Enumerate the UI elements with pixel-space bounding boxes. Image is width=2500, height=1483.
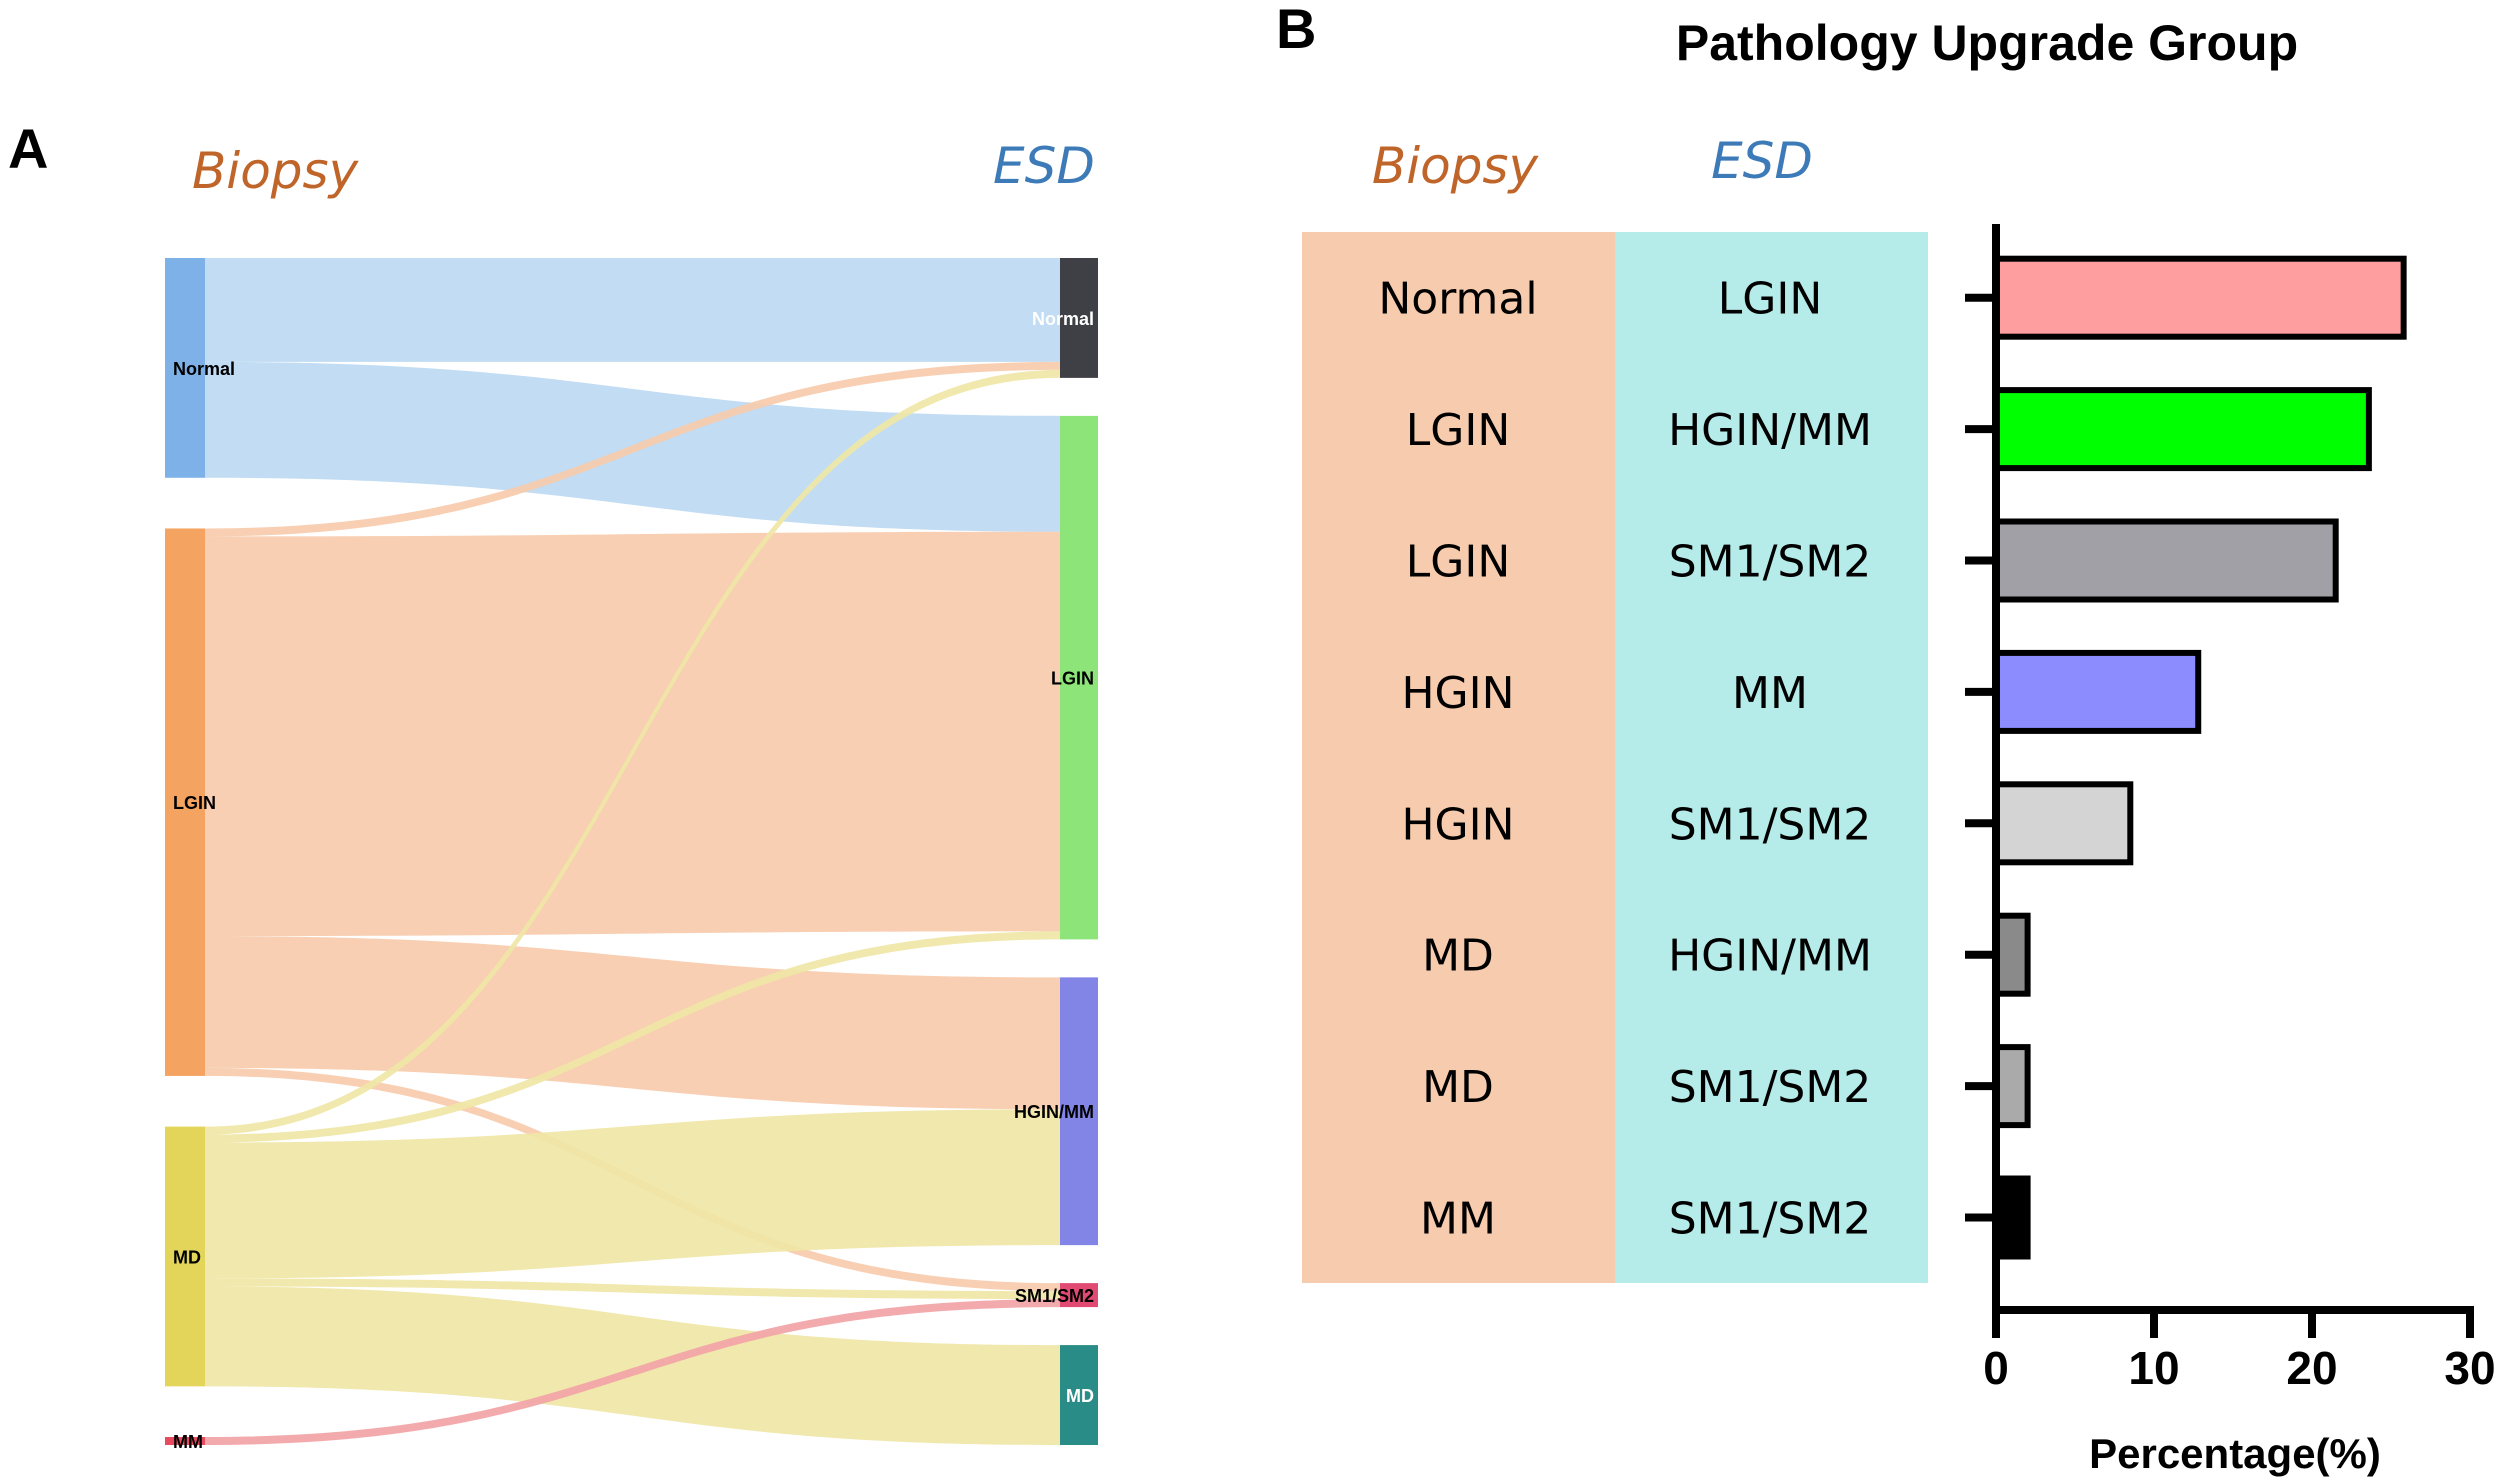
table-esd-column: [1615, 232, 1928, 1283]
sankey-target-label: LGIN: [1051, 669, 1094, 689]
table-biopsy-cell: HGIN: [1401, 799, 1514, 850]
table-biopsy-cell: HGIN: [1401, 668, 1514, 719]
bar-axes: 0 10 20 30: [1965, 224, 2496, 1394]
sankey-target-label: SM1/SM2: [1015, 1286, 1094, 1306]
sankey-target-node-lgin: [1060, 415, 1098, 940]
table-esd-cell: SM1/SM2: [1669, 799, 1872, 850]
panel-a-letter: A: [8, 117, 48, 180]
table-esd-cell: HGIN/MM: [1668, 931, 1872, 982]
table-biopsy-cell: MD: [1422, 931, 1494, 982]
bar: [1993, 518, 2339, 603]
sankey-links: [205, 258, 1060, 1445]
bars: [1993, 255, 2407, 1260]
x-tick-label: 10: [2128, 1342, 2179, 1394]
bar: [1993, 649, 2202, 734]
table-biopsy-cell: MD: [1422, 1062, 1494, 1113]
table-esd-header: ESD: [1711, 132, 1813, 190]
table-biopsy-cell: Normal: [1378, 274, 1537, 325]
sankey-link-normal-to-normal: [205, 258, 1060, 362]
table-biopsy-header: Biopsy: [1372, 137, 1540, 195]
sankey-target-node-normal: [1060, 258, 1098, 378]
table-esd-cell: LGIN: [1718, 274, 1823, 325]
chart-title: Pathology Upgrade Group: [1676, 15, 2298, 71]
bar: [1993, 387, 2372, 472]
table-biopsy-cell: MM: [1420, 1194, 1496, 1245]
panel-b-letter: B: [1276, 0, 1316, 60]
table-biopsy-cell: LGIN: [1406, 405, 1511, 456]
bar: [1993, 781, 2134, 866]
sankey-biopsy-header: Biopsy: [192, 142, 360, 200]
sankey-nodes: [165, 258, 1098, 1446]
x-tick-label: 20: [2286, 1342, 2337, 1394]
sankey-link-md-to-hgin-mm: [205, 1109, 1060, 1279]
table-esd-cell: SM1/SM2: [1669, 1194, 1872, 1245]
sankey-source-label: LGIN: [173, 793, 216, 813]
sankey-link-md-to-sm1-sm2: [205, 1278, 1060, 1300]
sankey-source-node-normal: [165, 258, 205, 478]
bar: [1993, 1044, 2031, 1129]
sankey-link-mm-to-sm1-sm2: [205, 1299, 1060, 1445]
sankey-link-lgin-to-lgin: [205, 531, 1060, 937]
bar: [1993, 1175, 2031, 1260]
sankey-target-node-md: [1060, 1345, 1098, 1445]
x-tick-label: 30: [2444, 1342, 2495, 1394]
x-tick-label: 0: [1983, 1342, 2009, 1394]
sankey-source-node-md: [165, 1126, 205, 1387]
sankey-link-md-to-md: [205, 1286, 1060, 1445]
sankey-target-node-sm1-sm2: [1060, 1283, 1098, 1308]
bar-panel: B Pathology Upgrade Group Biopsy ESD Nor…: [1276, 0, 2496, 1477]
sankey-target-label: HGIN/MM: [1014, 1102, 1094, 1122]
sankey-target-node-hgin-mm: [1060, 977, 1098, 1246]
sankey-source-node-mm: [165, 1437, 205, 1446]
bar: [1993, 255, 2407, 340]
table-esd-cell: SM1/SM2: [1669, 537, 1872, 588]
sankey-link-lgin-to-hgin-mm: [205, 936, 1060, 1110]
sankey-link-md-to-normal: [205, 369, 1060, 1135]
table-esd-cell: SM1/SM2: [1669, 1062, 1872, 1113]
sankey-link-md-to-lgin: [205, 931, 1060, 1143]
sankey-link-lgin-to-normal: [205, 361, 1060, 537]
sankey-esd-header: ESD: [993, 137, 1095, 195]
bar: [1993, 912, 2031, 997]
sankey-source-node-lgin: [165, 528, 205, 1076]
sankey-target-label: MD: [1066, 1386, 1094, 1406]
sankey-source-label: MD: [173, 1247, 201, 1267]
table-esd-cell: MM: [1732, 668, 1808, 719]
table-biopsy-cell: LGIN: [1406, 537, 1511, 588]
sankey-target-label: Normal: [1032, 309, 1094, 329]
sankey-source-label: Normal: [173, 359, 235, 379]
x-axis-label: Percentage(%): [2089, 1430, 2381, 1477]
table-esd-cell: HGIN/MM: [1668, 405, 1872, 456]
table-biopsy-column: [1302, 232, 1615, 1283]
sankey-source-label: MM: [173, 1432, 203, 1452]
